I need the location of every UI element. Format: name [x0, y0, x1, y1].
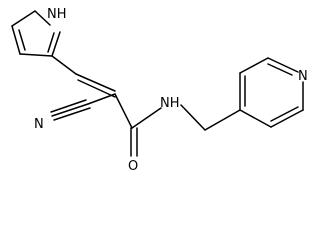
- atom-labels: NH N NH O N: [34, 7, 308, 174]
- bond-nitrile-triple-c: [53, 107, 91, 121]
- bond-pyr-c2-n: [267, 57, 299, 73]
- bond-pyrrole-n1-c2: [34, 10, 51, 26]
- bond-nitrile-triple-a: [51, 103, 89, 117]
- atom-label-n-nitrile: N: [34, 117, 44, 132]
- molecule-structure: NH N NH O N: [11, 7, 308, 174]
- atom-label-o-carbonyl: O: [128, 159, 138, 174]
- bond-vinyl-double-b: [77, 79, 116, 98]
- bonds: [11, 10, 304, 157]
- bond-pyrrole-c4-c5: [19, 53, 53, 57]
- bond-nitrile-triple-b: [50, 99, 87, 113]
- bond-pyr-c6-c5: [270, 109, 304, 128]
- bond-c5-vinyl: [51, 55, 77, 75]
- bond-alpha-carbonyl: [114, 93, 133, 129]
- bond-pyr-c6-c5-inner: [270, 106, 299, 122]
- bond-pyrrole-c3-c4: [11, 25, 21, 55]
- bond-ch2-ring: [204, 109, 241, 131]
- bond-pyrrole-c3-c4-inner: [18, 29, 26, 51]
- bond-pyr-c5-c4: [239, 109, 272, 128]
- bond-vinyl-double-a: [75, 73, 116, 92]
- bond-pyr-c3-c2: [239, 57, 269, 74]
- bond-carbonyl-nh: [131, 107, 162, 129]
- atom-label-n-pyridine: N: [298, 69, 308, 84]
- atom-label-nh-pyrrole: NH: [47, 7, 67, 22]
- atom-label-nh-amide: NH: [160, 96, 180, 111]
- bond-pyr-c2-n-inner: [267, 63, 293, 76]
- bond-pyrrole-c2-c3: [11, 10, 36, 27]
- bond-alpha-cn: [87, 93, 116, 105]
- bond-pyrrole-c5-n1-inner: [47, 32, 55, 53]
- bond-nh-ch2: [180, 104, 206, 131]
- bond-pyrrole-c5-n1: [51, 31, 61, 57]
